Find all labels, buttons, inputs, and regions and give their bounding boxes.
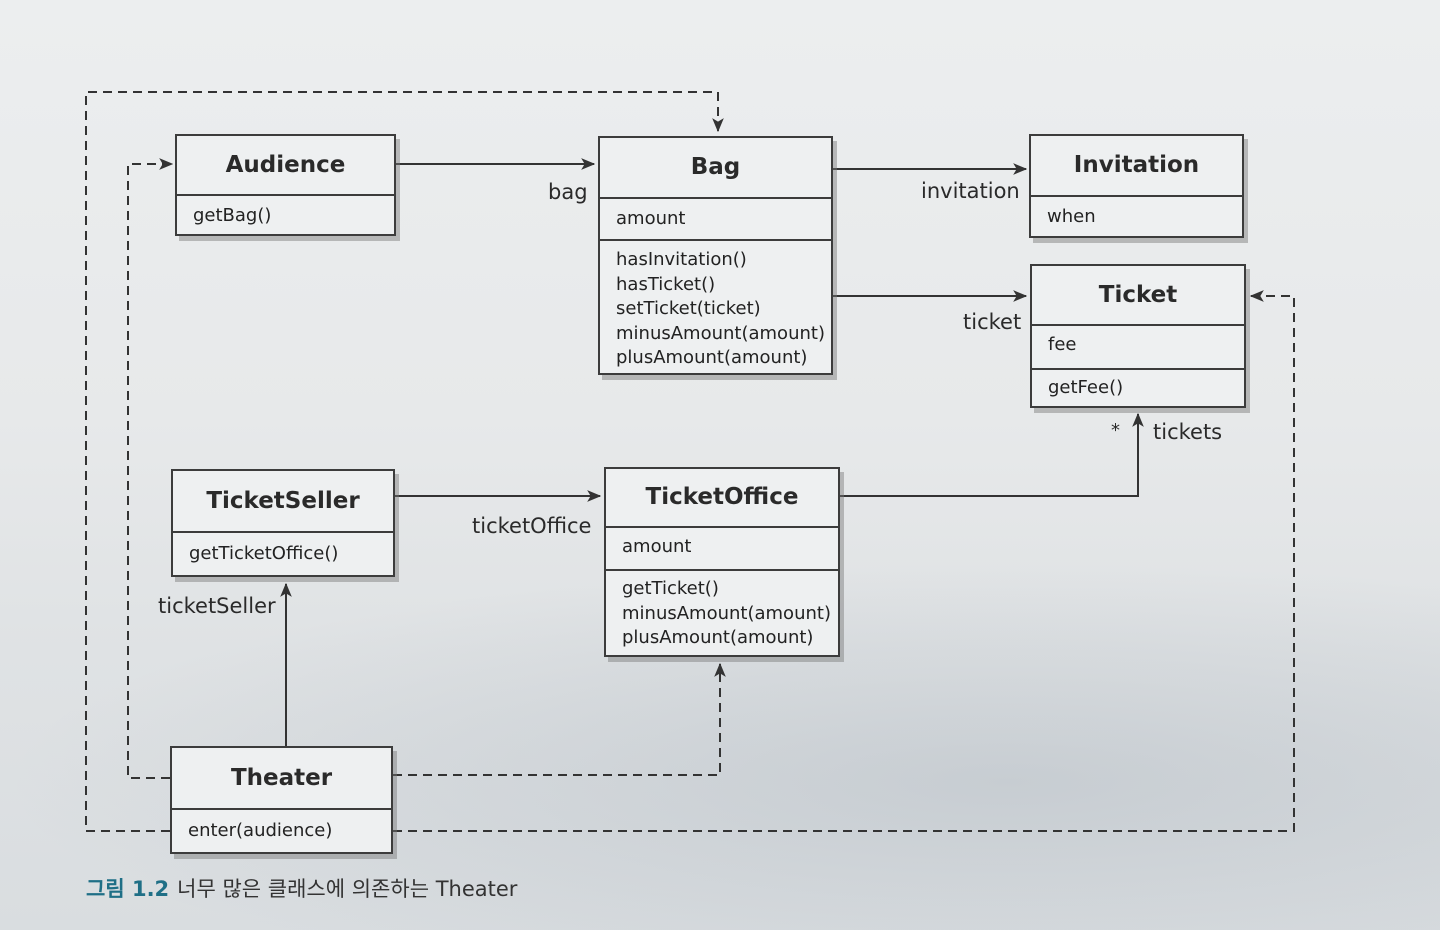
class-ticketoffice-name: TicketOffice: [606, 469, 838, 528]
label-invitation: invitation: [921, 179, 1020, 203]
class-ticketoffice-attributes: amount: [606, 528, 838, 569]
method: plusAmount(amount): [616, 347, 808, 368]
label-ticketseller: ticketSeller: [158, 594, 276, 618]
method: plusAmount(amount): [622, 627, 814, 648]
dep-theater-audience: [127, 158, 174, 779]
method: getFee(): [1048, 377, 1124, 398]
label-bag: bag: [548, 180, 588, 204]
class-ticketoffice-methods: getTicket() minusAmount(amount) plusAmou…: [606, 569, 838, 651]
class-theater-methods: enter(audience): [172, 810, 391, 844]
method: enter(audience): [188, 820, 333, 841]
figure-caption-text: 너무 많은 클래스에 의존하는 Theater: [177, 877, 518, 901]
class-ticketseller-name: TicketSeller: [173, 471, 393, 533]
class-bag-name: Bag: [600, 138, 831, 199]
class-audience-methods: getBag(): [177, 196, 394, 229]
label-tickets-multiplicity: *: [1111, 420, 1120, 441]
attribute: amount: [616, 208, 686, 229]
class-ticket: Ticket fee getFee(): [1030, 264, 1246, 408]
class-audience-name: Audience: [177, 136, 394, 196]
method: hasTicket(): [616, 273, 716, 295]
class-invitation-name: Invitation: [1031, 136, 1242, 197]
label-tickets: tickets: [1153, 420, 1223, 444]
method: getBag(): [193, 205, 272, 226]
class-invitation: Invitation when: [1029, 134, 1244, 238]
method: getTicketOffice(): [189, 543, 339, 564]
attribute: when: [1047, 206, 1096, 227]
class-ticketseller-methods: getTicketOffice(): [173, 533, 393, 567]
method: setTicket(ticket): [616, 298, 761, 319]
method: minusAmount(amount): [616, 322, 825, 344]
class-ticket-attributes: fee: [1032, 326, 1244, 368]
attribute: fee: [1048, 334, 1077, 355]
class-bag: Bag amount hasInvitation() hasTicket() s…: [598, 136, 833, 375]
class-audience: Audience getBag(): [175, 134, 396, 236]
figure-caption: 그림 1.2 너무 많은 클래스에 의존하는 Theater: [86, 873, 517, 903]
class-theater: Theater enter(audience): [170, 746, 393, 854]
method: minusAmount(amount): [622, 602, 831, 624]
class-bag-methods: hasInvitation() hasTicket() setTicket(ti…: [600, 239, 831, 371]
class-bag-attributes: amount: [600, 199, 831, 239]
dep-theater-ticket: [393, 290, 1295, 832]
assoc-office-ticket: [840, 412, 1144, 497]
class-theater-name: Theater: [172, 748, 391, 810]
class-ticket-methods: getFee(): [1032, 368, 1244, 401]
class-ticketoffice: TicketOffice amount getTicket() minusAmo…: [604, 467, 840, 657]
attribute: amount: [622, 536, 692, 557]
figure-number: 그림 1.2: [86, 877, 170, 901]
method: hasInvitation(): [616, 249, 747, 270]
class-ticketseller: TicketSeller getTicketOffice(): [171, 469, 395, 577]
dep-theater-office: [393, 662, 726, 776]
class-ticket-name: Ticket: [1032, 266, 1244, 326]
class-invitation-attributes: when: [1031, 197, 1242, 230]
method: getTicket(): [622, 578, 719, 599]
label-ticketoffice: ticketOffice: [472, 514, 592, 538]
label-ticket: ticket: [963, 310, 1022, 334]
